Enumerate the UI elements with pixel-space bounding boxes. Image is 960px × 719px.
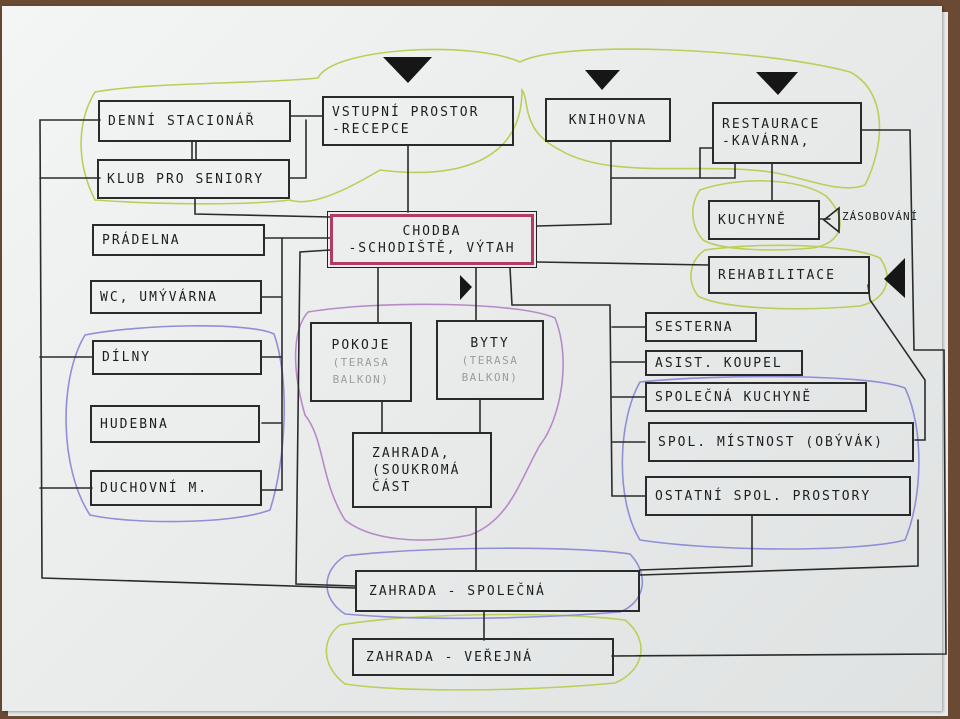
triangle-left-icon: [822, 206, 840, 234]
node-chodba-label: CHODBA: [402, 223, 462, 239]
node-vstupni-prostor-label: VSTUPNÍ PROSTOR: [332, 105, 480, 120]
node-zahrada-soukroma-label: ZAHRADA,: [372, 445, 451, 461]
connector-chodba-right-bus: [509, 267, 646, 497]
triangle-down-icon: [585, 70, 620, 90]
node-hudebna-label: HUDEBNA: [100, 416, 169, 432]
node-pradelna-label: PRÁDELNA: [102, 232, 181, 248]
node-spolecna-kuchyne-label: SPOLEČNÁ KUCHYNĚ: [655, 389, 813, 405]
paper-sheet: [2, 6, 942, 711]
node-restaurace-sublabel: -KAVÁRNA,: [722, 134, 811, 149]
green-group-outline-entry: [80, 48, 881, 205]
connector-left-rooms-bus: [261, 237, 283, 491]
green-group-outline-rehab: [690, 244, 888, 310]
node-sesterna-label: SESTERNA: [655, 319, 734, 335]
node-denni-stacionar-label: DENNÍ STACIONÁŘ: [108, 113, 256, 129]
node-zahrada-soukroma-sublabel-2: ČÁST: [372, 479, 412, 495]
node-pradelna: PRÁDELNA: [92, 224, 265, 256]
node-asist-koupel-label: ASIST. KOUPEL: [655, 355, 783, 371]
node-denni-stacionar: DENNÍ STACIONÁŘ: [98, 100, 291, 142]
node-restaurace: RESTAURACE -KAVÁRNA,: [712, 102, 862, 164]
node-klub-pro-seniory: KLUB PRO SENIORY: [97, 159, 290, 199]
blue-group-outline-right: [621, 375, 920, 550]
node-zahrada-soukroma: ZAHRADA, (SOUKROMÁ ČÁST: [352, 432, 492, 508]
connector-left-outer: [39, 119, 356, 589]
connector-stacionar-klub: [191, 141, 197, 161]
node-zasobovani-label: ZÁSOBOVÁNÍ: [842, 210, 919, 223]
node-zahrada-verejna-label: ZAHRADA - VEŘEJNÁ: [366, 649, 534, 665]
node-byty-sublabel: (TERASA: [461, 353, 519, 367]
node-klub-pro-seniory-label: KLUB PRO SENIORY: [107, 171, 265, 187]
triangle-down-icon: [756, 72, 798, 95]
connector-chodba-rehab: [536, 261, 709, 266]
node-asist-koupel: ASIST. KOUPEL: [645, 350, 803, 376]
node-zahrada-spolecna-label: ZAHRADA - SPOLEČNÁ: [369, 583, 546, 599]
connector-klub-chodba: [194, 197, 331, 218]
node-byty-sublabel-2: BALKON): [461, 370, 519, 384]
triangle-right-icon: [460, 275, 472, 300]
connector-restaurace-bracket: [699, 147, 713, 179]
node-sesterna: SESTERNA: [645, 312, 757, 342]
node-spol-mistnost: SPOL. MÍSTNOST (OBÝVÁK): [648, 422, 914, 462]
node-pokoje-sublabel-2: BALKON): [332, 372, 390, 386]
blue-group-outline-left: [65, 325, 285, 523]
node-dilny: DÍLNY: [92, 340, 262, 375]
connector-ostatni-spolecna: [639, 515, 753, 571]
node-pokoje-label: POKOJE: [331, 337, 391, 353]
node-pokoje-sublabel: (TERASA: [332, 355, 390, 369]
node-byty-label: BYTY: [470, 335, 510, 351]
node-ostatni-prostory-label: OSTATNÍ SPOL. PROSTORY: [655, 488, 872, 504]
node-knihovna-label: KNIHOVNA: [568, 112, 648, 128]
node-ostatni-prostory: OSTATNÍ SPOL. PROSTORY: [645, 476, 911, 516]
node-vstupni-prostor: VSTUPNÍ PROSTOR -RECEPCE: [322, 96, 514, 146]
node-rehabilitace-label: REHABILITACE: [718, 267, 836, 283]
connector-right-outer: [639, 519, 919, 576]
node-chodba-sublabel: -SCHODIŠTĚ, VÝTAH: [348, 240, 516, 256]
node-knihovna: KNIHOVNA: [545, 98, 671, 142]
connector-knihovna: [536, 141, 612, 227]
node-zahrada-verejna: ZAHRADA - VEŘEJNÁ: [352, 638, 614, 676]
node-dilny-label: DÍLNY: [102, 350, 152, 365]
green-group-outline-public-garden: [325, 613, 642, 691]
node-pokoje: POKOJE (TERASA BALKON): [310, 322, 412, 402]
node-duchovni: DUCHOVNÍ M.: [90, 470, 262, 506]
node-zahrada-soukroma-sublabel: (SOUKROMÁ: [372, 462, 461, 478]
node-spol-mistnost-label: SPOL. MÍSTNOST (OBÝVÁK): [658, 434, 885, 450]
triangle-down-icon: [383, 57, 432, 83]
triangle-left-icon: [884, 258, 905, 298]
node-wc: WC, UMÝVÁRNA: [90, 280, 262, 314]
node-rehabilitace: REHABILITACE: [708, 256, 870, 294]
node-wc-label: WC, UMÝVÁRNA: [100, 289, 218, 305]
purple-group-outline-rooms: [294, 303, 564, 541]
node-zahrada-spolecna: ZAHRADA - SPOLEČNÁ: [355, 570, 640, 612]
node-byty: BYTY (TERASA BALKON): [436, 320, 544, 400]
connector-chodba-left-bus: [295, 249, 356, 587]
node-kuchyne-label: KUCHYNĚ: [718, 212, 787, 228]
node-kuchyne: KUCHYNĚ: [708, 200, 820, 240]
blue-group-outline-shared-garden: [326, 547, 644, 620]
node-duchovni-label: DUCHOVNÍ M.: [100, 480, 209, 496]
node-restaurace-label: RESTAURACE: [722, 117, 821, 132]
node-vstupni-prostor-sublabel: -RECEPCE: [332, 122, 411, 137]
node-spolecna-kuchyne: SPOLEČNÁ KUCHYNĚ: [645, 382, 867, 412]
connector-restaurace-right: [611, 129, 947, 657]
connector-klub-vstup: [289, 115, 323, 179]
node-hudebna: HUDEBNA: [90, 405, 260, 443]
connector-knihovna-restaurace: [610, 163, 736, 179]
node-chodba: CHODBA -SCHODIŠTĚ, VÝTAH: [327, 211, 537, 268]
connector-rehab-right: [867, 284, 926, 441]
